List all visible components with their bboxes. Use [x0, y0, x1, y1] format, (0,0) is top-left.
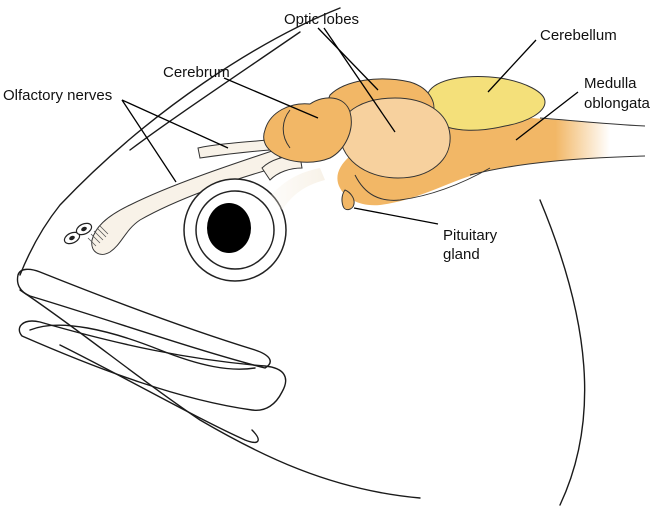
cerebrum: [263, 97, 352, 163]
olfactory-bulb-fibers: [87, 225, 109, 247]
brain-base-outline: [354, 167, 491, 201]
optic-nerve: [270, 168, 325, 210]
label-medulla-line1: Medulla: [584, 75, 637, 92]
label-pituitary-line1: Pituitary: [443, 227, 498, 244]
head-outline: [19, 7, 341, 276]
label-pituitary-line2: gland: [443, 246, 480, 263]
leader-cerebrum: [223, 77, 319, 119]
label-cerebellum: Cerebellum: [540, 27, 617, 44]
cerebrum-fold: [282, 109, 291, 149]
leader-optic-lobes-1: [317, 27, 379, 91]
leader-medulla: [515, 91, 579, 141]
nostrils: [63, 222, 93, 245]
spinal-cord-lower-edge: [469, 155, 646, 176]
optic-stalk: [261, 155, 303, 181]
leader-optic-lobes-2: [323, 27, 396, 133]
olfactory-nerve-lower: [91, 149, 286, 255]
lower-jaw-outline: [19, 289, 421, 499]
leader-pituitary: [353, 207, 439, 225]
pituitary-gland: [341, 189, 355, 211]
label-cerebrum: Cerebrum: [163, 64, 230, 81]
eye: [183, 178, 287, 282]
lower-lip: [18, 320, 287, 411]
label-optic-lobes: Optic lobes: [284, 11, 359, 28]
label-olfactory-nerves: Olfactory nerves: [3, 87, 112, 104]
label-medulla-line2: oblongata: [584, 95, 651, 112]
spinal-cord-upper-edge: [539, 117, 646, 127]
upper-lip: [16, 268, 271, 369]
mouth-inner: [29, 324, 256, 370]
gill-cover: [539, 199, 586, 506]
snout-inner-line: [129, 31, 301, 151]
leader-cerebellum: [487, 39, 537, 93]
jaw-bone: [59, 344, 259, 444]
leader-olfactory-2: [121, 99, 177, 183]
leader-olfactory-1: [121, 99, 229, 149]
